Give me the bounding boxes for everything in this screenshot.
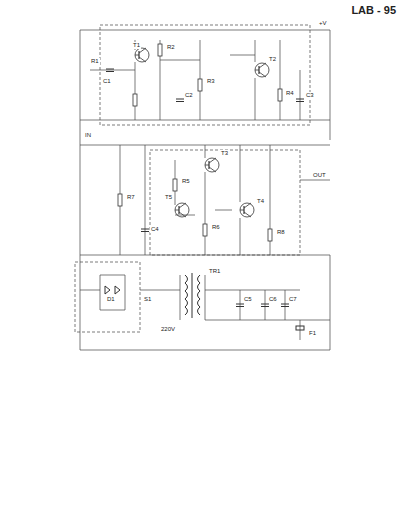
component-label: T3 xyxy=(220,150,229,157)
component-label: R1 xyxy=(90,58,100,65)
component-label: C7 xyxy=(288,296,298,303)
component-label: T4 xyxy=(256,198,265,205)
component-label: R7 xyxy=(126,194,136,201)
component-label: R6 xyxy=(211,224,221,231)
component-label: R8 xyxy=(276,229,286,236)
component-label: S1 xyxy=(143,296,152,303)
component-label: C2 xyxy=(184,92,194,99)
component-label: R2 xyxy=(166,44,176,51)
component-label: D1 xyxy=(106,296,116,303)
component-label: R3 xyxy=(206,78,216,85)
component-label: +V xyxy=(318,20,328,27)
component-label: C6 xyxy=(268,296,278,303)
component-label: T1 xyxy=(132,42,141,49)
component-label: OUT xyxy=(312,172,327,179)
component-label: IN xyxy=(84,132,92,139)
component-label: C1 xyxy=(102,78,112,85)
component-label: C4 xyxy=(150,226,160,233)
component-label: T5 xyxy=(164,194,173,201)
component-label: C3 xyxy=(305,92,315,99)
component-label: TR1 xyxy=(208,268,221,275)
component-label: R5 xyxy=(181,178,191,185)
component-label: 220V xyxy=(160,326,176,333)
component-label: R4 xyxy=(285,90,295,97)
component-label: T2 xyxy=(268,56,277,63)
component-label: C5 xyxy=(243,296,253,303)
component-label: F1 xyxy=(308,330,317,337)
diagram-title: LAB - 95 xyxy=(351,4,396,16)
